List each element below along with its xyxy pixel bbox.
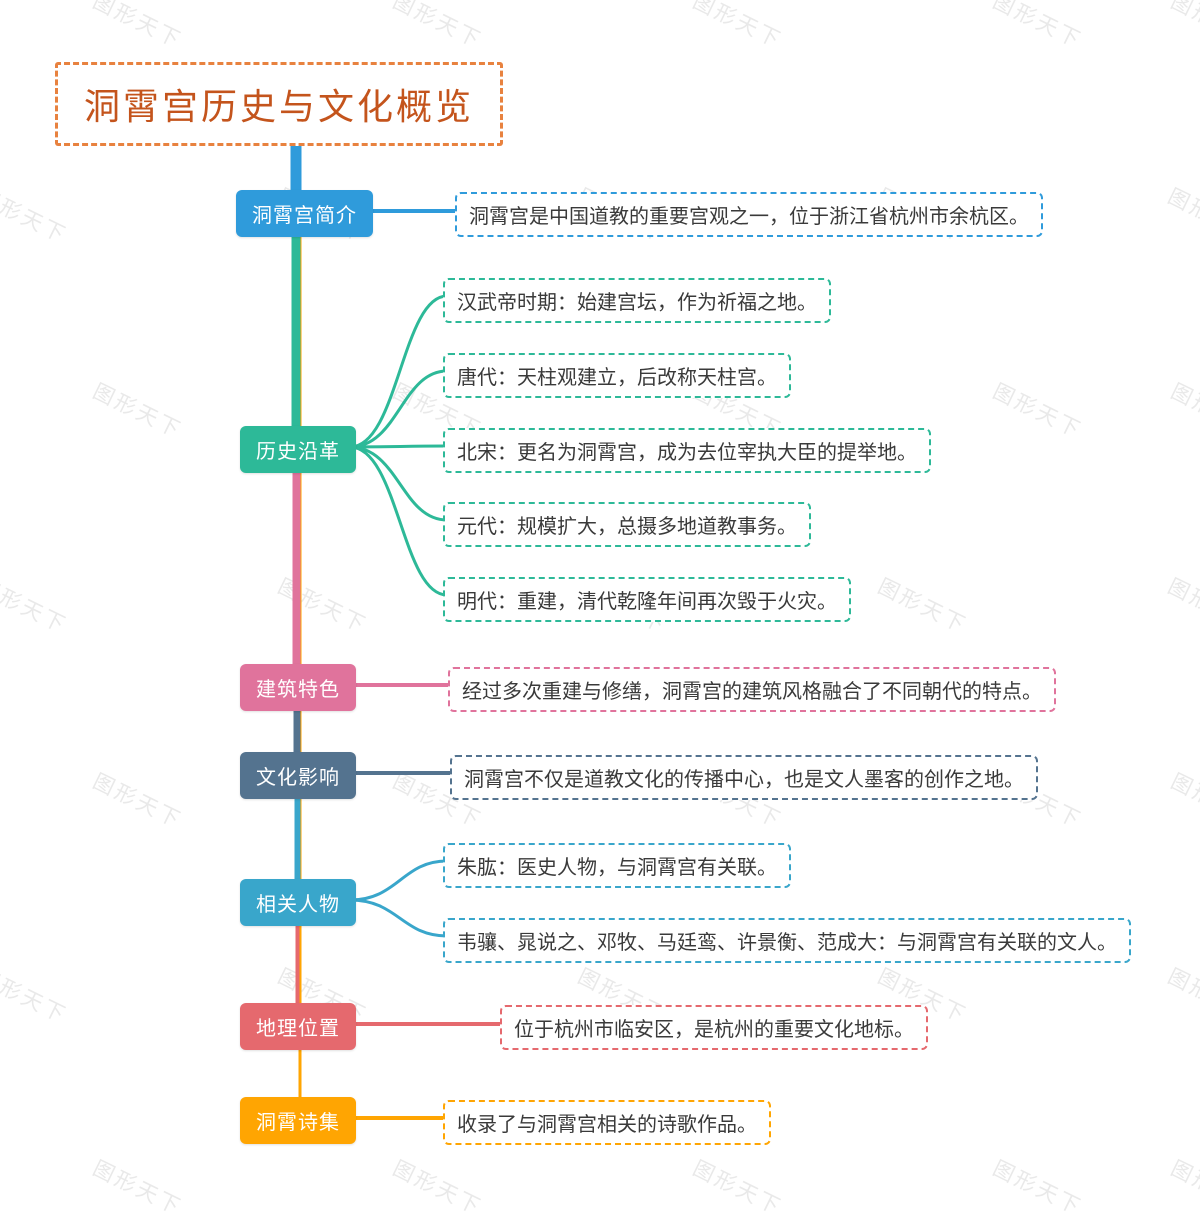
detail-culture-1[interactable]: 洞霄宫不仅是道教文化的传播中心，也是文人墨客的创作之地。	[450, 755, 1038, 800]
detail-people-1[interactable]: 朱肱：医史人物，与洞霄宫有关联。	[443, 843, 791, 888]
connector-history-3	[348, 444, 449, 449]
connector-history-4	[348, 445, 449, 522]
detail-history-2[interactable]: 唐代：天柱观建立，后改称天柱宫。	[443, 353, 791, 398]
branch-node-history[interactable]: 历史沿革	[240, 426, 356, 473]
root-topic[interactable]: 洞霄宫历史与文化概览	[55, 62, 504, 146]
detail-poetry-1[interactable]: 收录了与洞霄宫相关的诗歌作品。	[443, 1100, 771, 1145]
detail-history-3[interactable]: 北宋：更名为洞霄宫，成为去位宰执大臣的提举地。	[443, 428, 931, 473]
connector-history-2	[348, 369, 449, 449]
branch-node-location[interactable]: 地理位置	[240, 1003, 356, 1050]
connector-history-1	[348, 294, 449, 449]
branch-node-culture[interactable]: 文化影响	[240, 752, 356, 799]
detail-location-1[interactable]: 位于杭州市临安区，是杭州的重要文化地标。	[500, 1005, 928, 1050]
connector-people-1	[348, 859, 449, 902]
detail-arch-1[interactable]: 经过多次重建与修缮，洞霄宫的建筑风格融合了不同朝代的特点。	[448, 667, 1056, 712]
connector-people-2	[348, 898, 449, 938]
detail-history-5[interactable]: 明代：重建，清代乾隆年间再次毁于火灾。	[443, 577, 851, 622]
connector-history-5	[348, 445, 449, 597]
detail-history-4[interactable]: 元代：规模扩大，总摄多地道教事务。	[443, 502, 811, 547]
branch-node-people[interactable]: 相关人物	[240, 879, 356, 926]
connector-layer	[290, 135, 504, 1120]
detail-history-1[interactable]: 汉武帝时期：始建宫坛，作为祈福之地。	[443, 278, 831, 323]
branch-node-intro[interactable]: 洞霄宫简介	[236, 190, 373, 237]
detail-people-2[interactable]: 韦骧、晁说之、邓牧、马廷鸾、许景衡、范成大：与洞霄宫有关联的文人。	[443, 918, 1131, 963]
detail-intro-1[interactable]: 洞霄宫是中国道教的重要宫观之一，位于浙江省杭州市余杭区。	[455, 192, 1043, 237]
branch-node-poetry[interactable]: 洞霄诗集	[240, 1097, 356, 1144]
branch-node-arch[interactable]: 建筑特色	[240, 664, 356, 711]
